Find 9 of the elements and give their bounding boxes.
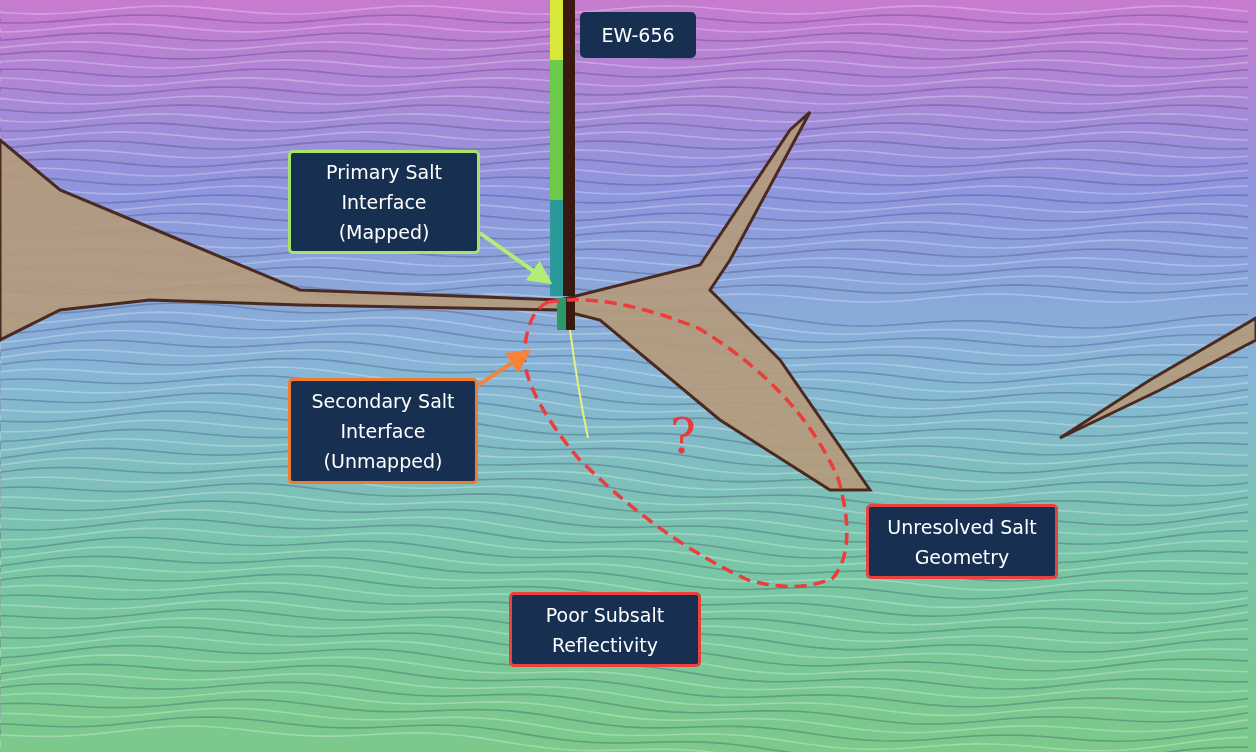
leader-arrow (476, 349, 532, 388)
well-log-drawing (550, 0, 575, 296)
well-name-label: EW-656 (580, 12, 696, 58)
callout-label: Unresolved Salt Geometry (866, 504, 1058, 579)
callout-label: Secondary Salt Interface (Unmapped) (288, 378, 478, 484)
callout-label: Primary Salt Interface (Mapped) (288, 150, 480, 254)
question-mark: ? (670, 410, 696, 462)
callout-label: Poor Subsalt Reflectivity (509, 592, 701, 667)
leader-arrow (478, 231, 553, 285)
